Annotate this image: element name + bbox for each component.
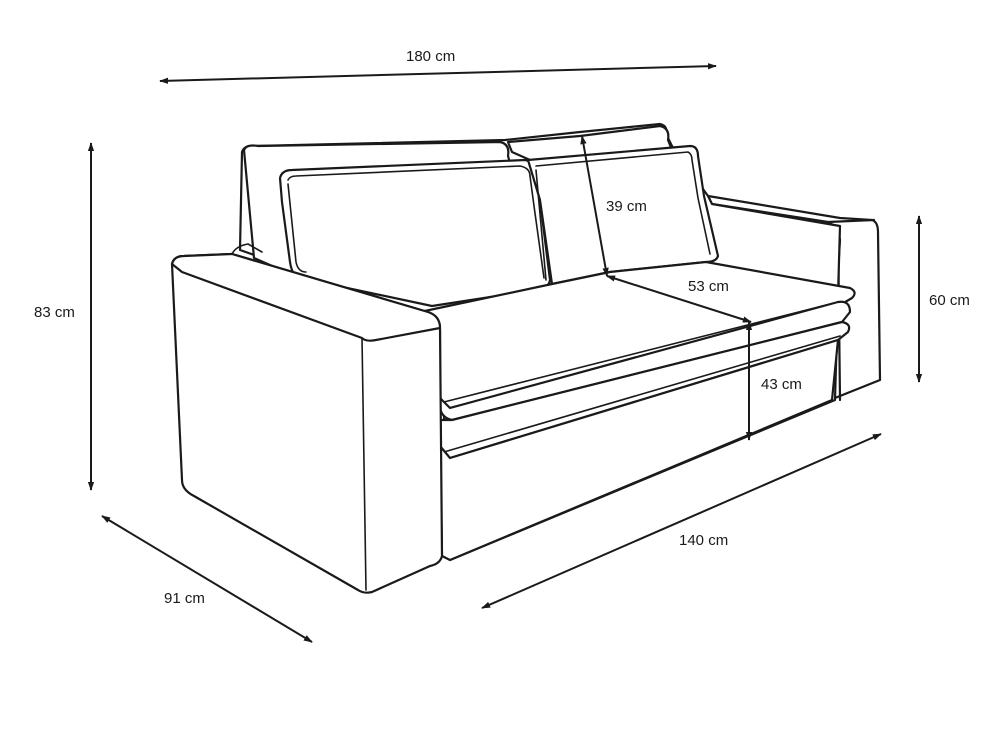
label-seat-depth: 53 cm <box>688 278 729 295</box>
left-armrest-top <box>170 252 442 342</box>
arrow-total-width <box>159 63 717 84</box>
label-armrest-height: 60 cm <box>929 292 970 309</box>
arrow-total-depth <box>101 515 313 643</box>
label-total-width: 180 cm <box>406 48 456 65</box>
label-backrest-height: 39 cm <box>606 198 647 215</box>
label-total-height: 83 cm <box>34 304 75 321</box>
label-seat-height: 43 cm <box>761 376 802 393</box>
arrow-seat-width <box>481 433 882 609</box>
label-total-depth: 91 cm <box>164 590 205 607</box>
arrow-backrest-height <box>580 135 609 277</box>
label-seat-width: 140 cm <box>679 532 729 549</box>
dimension-arrows <box>87 63 923 643</box>
sofa-outline <box>170 122 882 594</box>
arrow-seat-depth <box>606 275 752 323</box>
